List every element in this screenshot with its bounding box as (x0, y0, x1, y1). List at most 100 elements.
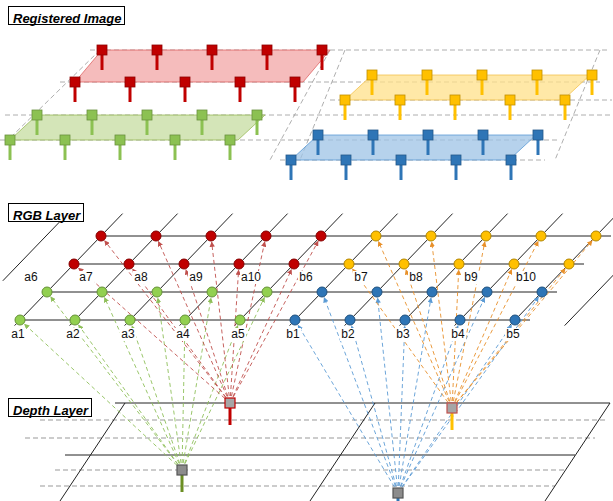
point-label: a7 (78, 271, 93, 284)
point-label: a4 (175, 328, 190, 341)
image-plane (345, 75, 590, 100)
pixel-pin-head (422, 70, 432, 80)
rgb-point (261, 231, 271, 241)
projection-arrow (105, 241, 230, 403)
rgb-point (536, 231, 546, 241)
projection-arrow (432, 242, 452, 408)
point-label: a2 (65, 328, 80, 341)
projection-arrow (104, 297, 182, 470)
projection-arrow (452, 269, 565, 408)
pixel-pin-head (478, 130, 488, 140)
rgb-point (482, 287, 492, 297)
projection-arrow (133, 269, 230, 403)
projection-arrow (51, 297, 182, 470)
pixel-pin-head (60, 135, 70, 145)
projection-arrow (452, 241, 538, 408)
pixel-pin-head (286, 155, 296, 165)
pixel-pin-head (340, 95, 350, 105)
point-label: b6 (298, 271, 313, 284)
projection-arrow (132, 326, 182, 470)
rgb-point (152, 287, 162, 297)
pixel-pin-head (313, 130, 323, 140)
rgb-point (427, 287, 437, 297)
projection-arrow (398, 297, 485, 493)
pixel-pin-head (396, 155, 406, 165)
grid-line (235, 214, 343, 326)
grid-line (345, 214, 453, 326)
rgb-points (15, 231, 601, 325)
rgb-point (345, 315, 355, 325)
point-label: b8 (408, 271, 423, 284)
projection-arrow (182, 326, 238, 470)
pixel-pin-head (506, 155, 516, 165)
rgb-point (235, 315, 245, 325)
depth-guide-line (40, 486, 555, 487)
point-label: a3 (120, 328, 135, 341)
pixel-pin-head (197, 110, 207, 120)
depth-guide-line (25, 438, 595, 439)
rgb-point (316, 231, 326, 241)
rgb-lattice (3, 214, 613, 326)
pixel-pin-head (70, 77, 80, 87)
depth-guide-line (40, 420, 605, 421)
depth-pin-head (393, 488, 403, 498)
rgb-point (537, 287, 547, 297)
registered-image-group (0, 45, 612, 180)
pixel-pin-head (170, 135, 180, 145)
projection-arrow (452, 242, 485, 408)
grid-line (69, 264, 584, 265)
rgb-point (344, 259, 354, 269)
grid-line (70, 214, 178, 326)
projection-arrows (24, 241, 592, 493)
depth-guide-line (55, 470, 565, 471)
projection-arrow (158, 241, 230, 403)
depth-grid-line (65, 455, 575, 456)
point-label: b1 (285, 328, 300, 341)
pixel-pin-head (587, 70, 597, 80)
pixel-pin-head (367, 70, 377, 80)
projection-arrow (182, 326, 185, 470)
rgb-point (151, 231, 161, 241)
pixel-pin-head (368, 130, 378, 140)
rgb-point (70, 315, 80, 325)
pixel-pin-head (395, 95, 405, 105)
pixel-pin-head (32, 110, 42, 120)
rgb-point (371, 231, 381, 241)
layer-title: Registered Image (13, 11, 121, 26)
rgb-point (69, 259, 79, 269)
rgb-point (42, 287, 52, 297)
image-plane (291, 135, 536, 160)
rgb-point (15, 315, 25, 325)
projection-arrow (452, 241, 592, 408)
rgb-point (180, 315, 190, 325)
point-label: a5 (230, 328, 245, 341)
projection-arrow (398, 297, 539, 493)
point-label: b3 (395, 328, 410, 341)
grid-line (400, 214, 508, 326)
depth-grid-line (115, 403, 610, 404)
pixel-pin-head (252, 110, 262, 120)
pixel-pin-head (290, 77, 300, 87)
grid-line (565, 247, 613, 325)
point-label: b4 (450, 328, 465, 341)
pixel-pin-head (533, 130, 543, 140)
rgb-point (455, 315, 465, 325)
point-label: b9 (463, 271, 478, 284)
pixel-pin-head (451, 155, 461, 165)
grid-line (42, 292, 557, 293)
projection-arrow (186, 270, 230, 403)
rgb-point (234, 259, 244, 269)
pixel-pin-head (142, 110, 152, 120)
pixel-pin-head (262, 45, 272, 55)
pixel-pin-head (423, 130, 433, 140)
pixel-pin-head (477, 70, 487, 80)
projection-arrow (352, 326, 398, 493)
point-label: a6 (23, 271, 38, 284)
layer-title: Depth Layer (13, 403, 88, 418)
pixel-pin-head (5, 135, 15, 145)
rgb-point (207, 287, 217, 297)
pixel-pin-head (317, 45, 327, 55)
rgb-point (206, 231, 216, 241)
